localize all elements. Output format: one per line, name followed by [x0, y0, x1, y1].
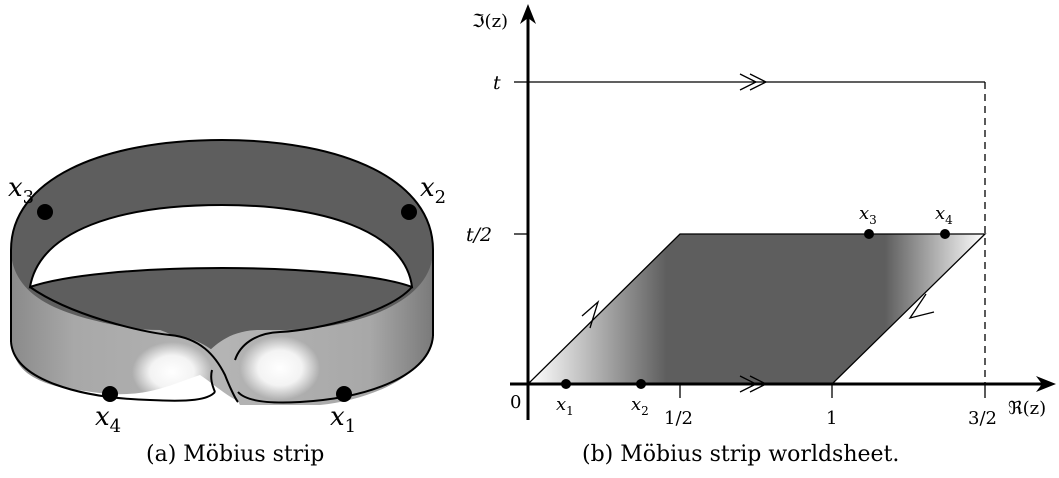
- y-axis-label: ℑ(z): [472, 11, 508, 32]
- ws-point-x4-dot: [940, 229, 950, 239]
- x-tick-label-0: 0: [510, 392, 521, 413]
- caption-panel-a: (a) Möbius strip: [146, 442, 325, 467]
- point-x1-label: x1: [330, 402, 356, 437]
- point-x1-dot: [336, 386, 352, 402]
- strip-glow-left: [132, 342, 212, 402]
- panel-b-worldsheet: [510, 4, 1056, 420]
- point-x4-label: x4: [95, 402, 121, 437]
- point-x3-dot: [37, 204, 53, 220]
- arrow-left-edge: [581, 300, 600, 329]
- x-axis-arrowhead: [1036, 376, 1056, 392]
- double-arrow-top: [739, 73, 768, 91]
- ws-point-x2-dot: [636, 379, 646, 389]
- ws-point-x3-label: x3: [859, 203, 877, 227]
- point-x4-dot: [102, 386, 118, 402]
- y-axis-arrowhead: [520, 4, 536, 24]
- strip-glow-right: [240, 336, 320, 400]
- strip-twist-c: [210, 369, 216, 393]
- x-tick-label-half: 1/2: [664, 408, 693, 429]
- arrow-right-edge: [908, 293, 935, 320]
- x-tick-label-three-half: 3/2: [968, 408, 997, 429]
- ws-point-x2-label: x2: [631, 394, 649, 418]
- caption-panel-b: (b) Möbius strip worldsheet.: [582, 442, 900, 467]
- x-axis-label: ℜ(z): [1008, 398, 1046, 419]
- panel-b-labels: ℑ(z) ℜ(z) t t/2 0 1/2 1 3/2 x1 x2 x3 x4: [466, 11, 1046, 429]
- ws-point-x3-dot: [864, 229, 874, 239]
- panel-a-mobius-strip: [10, 138, 434, 405]
- y-tick-label-t-half: t/2: [466, 224, 492, 246]
- strip-twist-a: [29, 286, 239, 403]
- point-x2-dot: [401, 204, 417, 220]
- point-x3-label: x3: [8, 173, 34, 208]
- strip-twist-b: [234, 286, 413, 361]
- point-x2-label: x2: [420, 173, 446, 208]
- strip-outline-bottom-right: [237, 335, 434, 404]
- double-arrow-bottom: [739, 375, 768, 393]
- strip-inner-hole: [28, 203, 414, 289]
- y-tick-label-t: t: [493, 72, 501, 94]
- ws-point-x1-dot: [561, 379, 571, 389]
- strip-front-band: [11, 250, 433, 403]
- strip-outline-top: [10, 138, 434, 251]
- strip-outline-bottom-left: [10, 341, 216, 402]
- panel-a-points: x3 x2 x4 x1: [8, 173, 446, 437]
- x-tick-label-one: 1: [826, 408, 837, 429]
- ws-point-x4-label: x4: [935, 203, 953, 227]
- ws-point-x1-label: x1: [556, 394, 574, 418]
